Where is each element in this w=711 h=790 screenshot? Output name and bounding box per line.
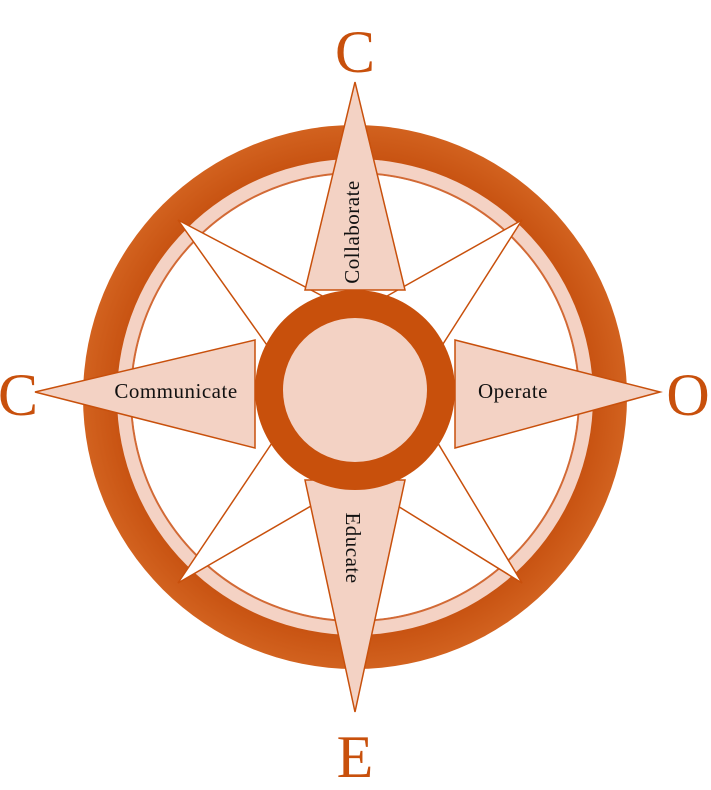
label-north: Collaborate [340, 180, 364, 283]
letter-north: C [335, 19, 375, 85]
letter-south: E [337, 724, 374, 785]
cardinal-points [34, 81, 663, 713]
letter-east: O [666, 362, 709, 428]
point-west [34, 339, 256, 449]
center-hub-inner [283, 318, 427, 462]
point-east [454, 339, 663, 449]
label-south: Educate [341, 512, 365, 583]
label-east: Operate [478, 379, 548, 403]
label-west: Communicate [114, 379, 237, 403]
letter-west: C [0, 362, 38, 428]
